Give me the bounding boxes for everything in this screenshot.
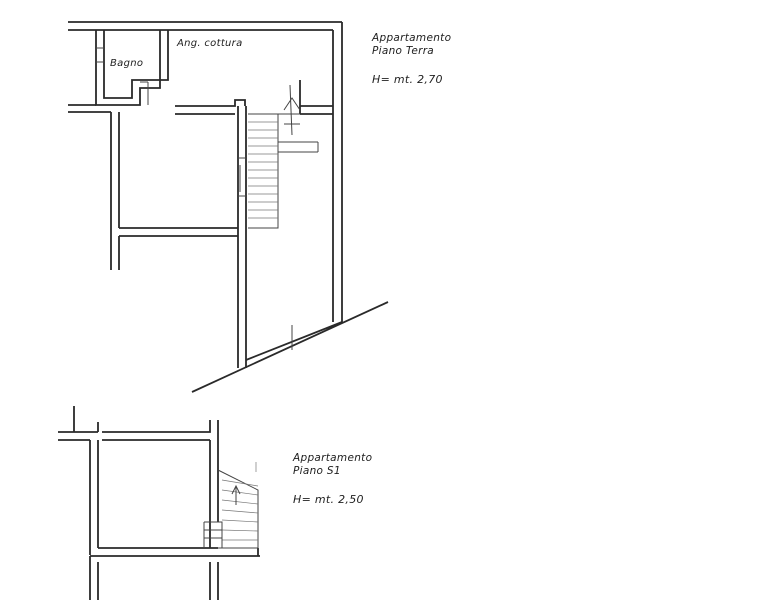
basement-left-wall	[73, 406, 99, 555]
bathroom-label: Bagno	[110, 58, 144, 69]
sloped-boundary-wall	[191, 301, 389, 393]
bathroom-door-jambs	[96, 47, 149, 105]
basement-right-wall	[209, 440, 219, 548]
ground-floor-staircase	[248, 113, 319, 229]
ground-floor-outer-top-wall	[68, 21, 342, 31]
central-room-walls	[118, 106, 247, 368]
basement-height-note: H= mt. 2,50	[293, 493, 364, 506]
ground-floor-title-line1: Appartamento	[372, 32, 452, 44]
basement-bottom-wall	[90, 547, 260, 557]
basement-title-line1: Appartamento	[293, 452, 373, 464]
ground-floor-title-line2: Piano Terra	[372, 45, 435, 57]
entrance-arrow	[283, 84, 301, 136]
basement-staircase	[203, 462, 259, 549]
basement-plan	[58, 406, 260, 600]
kitchen-partition-wall	[175, 99, 246, 115]
kitchenette-label: Ang. cottura	[177, 38, 243, 49]
basement-lower-stubs	[89, 556, 219, 600]
ground-floor-plan	[68, 21, 389, 393]
basement-top-walls	[58, 420, 219, 441]
basement-title-line2: Piano S1	[293, 465, 341, 477]
ground-floor-height-note: H= mt. 2,70	[372, 73, 443, 86]
bathroom-walls	[95, 30, 169, 106]
ground-floor-right-wall	[332, 22, 343, 322]
kitchen-right-wall	[299, 80, 333, 115]
ground-floor-left-wall	[68, 104, 120, 270]
central-room-door-jambs	[238, 157, 246, 197]
